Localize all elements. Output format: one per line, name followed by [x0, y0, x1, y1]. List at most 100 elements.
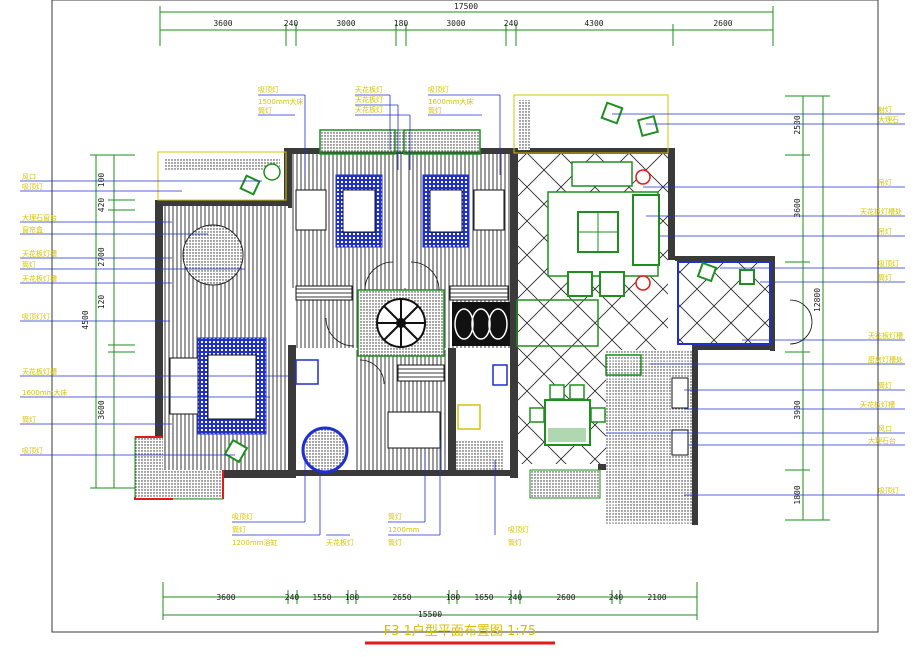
label-left-1: 风口 [22, 173, 36, 181]
right-dim-4: 3900 [793, 400, 802, 419]
bed-master-linen [207, 354, 257, 420]
label-bottom-3: 1200mm浴缸 [232, 538, 277, 547]
label-left-7: 天花板灯槽 [22, 274, 57, 283]
left-dim-2: 420 [97, 198, 106, 213]
label-right-9: 厨房灯槽处 [868, 355, 903, 364]
label-bottom-4: 天花板灯 [326, 538, 354, 547]
top-dim-4: 180 [394, 19, 409, 28]
drawing-frame [51, 0, 879, 633]
planter-top-right [518, 100, 530, 150]
label-bottom-5: 筒灯 [388, 512, 402, 521]
top-dimension-chain [159, 6, 774, 46]
label-right-3: 吊灯 [878, 178, 892, 187]
bottom-dim-1: 3600 [216, 593, 235, 602]
top-dim-7: 4300 [584, 19, 603, 28]
dining-chair-3 [529, 407, 545, 423]
label-left-8: 吸顶灯灯 [22, 312, 50, 321]
dining-runner [548, 428, 586, 442]
bottom-dimension-chain [162, 582, 698, 620]
label-right-1: 射灯 [878, 105, 892, 114]
bottom-dim-8: 240 [508, 593, 523, 602]
label-bottom-6: 1200mm [388, 526, 420, 534]
leader-lines-right [606, 113, 905, 496]
label-left-5: 天花板灯槽 [22, 249, 57, 258]
vanity-1 [295, 359, 319, 385]
plants [223, 101, 755, 464]
label-right-2: 大理石 [878, 115, 899, 124]
dining-chair-2 [569, 384, 585, 400]
round-rug [182, 224, 244, 286]
label-left-4: 窗帘盒 [22, 225, 43, 234]
balcony-bottom-mid [529, 469, 601, 499]
label-right-7: 筒灯 [878, 273, 892, 282]
label-left-11: 筒灯 [22, 415, 36, 424]
top-dim-5: 3000 [446, 19, 465, 28]
bottom-dim-6: 180 [446, 593, 461, 602]
plant-round [263, 163, 281, 181]
kitchen-sink [671, 377, 689, 409]
top-dim-8: 2600 [713, 19, 732, 28]
bed-top-1-pillows [295, 189, 327, 231]
right-dim-2: 3600 [793, 198, 802, 217]
right-dim-1: 2500 [793, 115, 802, 134]
bottom-overall-dimension: 15500 [418, 610, 442, 619]
label-top-2: 1500mm大床 [258, 97, 303, 106]
service-balcony [618, 480, 692, 520]
label-left-6: 筒灯 [22, 260, 36, 269]
lamp-living-2 [635, 275, 651, 291]
label-top-8: 1600mm大床 [428, 97, 473, 106]
door-swings [325, 261, 813, 385]
dining-chair-4 [590, 407, 606, 423]
bottom-dim-7: 1650 [474, 593, 493, 602]
label-bottom-2: 筒灯 [232, 525, 246, 534]
label-top-3: 筒灯 [258, 106, 272, 115]
kitchen-stove [671, 429, 689, 456]
master-bed-pillows [169, 357, 199, 415]
decor-panel-ovals [454, 308, 508, 340]
leader-lines-top [258, 94, 501, 175]
leader-lines-left [20, 180, 290, 456]
label-top-1: 吸顶灯 [258, 85, 279, 94]
interior-trims [319, 129, 642, 376]
right-dimension-chain [785, 95, 830, 521]
left-dim-6: 3600 [97, 400, 106, 419]
labels-left: 风口 吸顶灯 大理石窗台 窗帘盒 天花板灯槽 筒灯 天花板灯槽 吸顶灯灯 天花板… [22, 173, 67, 455]
labels-bottom: 吸顶灯 筒灯 1200mm浴缸 天花板灯 筒灯 1200mm 筒灯 吸顶灯 筒灯 [232, 512, 529, 547]
tv-cabinet [571, 161, 633, 187]
label-right-4: 天花板灯槽处 [860, 207, 902, 216]
round-bathtub [301, 426, 349, 474]
label-top-9: 筒灯 [428, 106, 442, 115]
top-overall-dimension: 17500 [454, 2, 478, 11]
balcony-right-floor [677, 261, 771, 345]
wardrobe-3 [397, 364, 445, 382]
label-right-11: 天花板灯槽 [860, 400, 895, 409]
bottom-dim-10: 240 [609, 593, 624, 602]
bottom-dim-3: 1550 [312, 593, 331, 602]
dining-table [544, 399, 591, 446]
label-top-4: 天花板灯 [355, 85, 383, 94]
bottom-dim-11: 2100 [647, 593, 666, 602]
wardrobe-1 [295, 285, 353, 301]
top-dim-3: 3000 [336, 19, 355, 28]
sofa [632, 194, 660, 266]
bay-window-left [157, 151, 287, 201]
dining-chair-1 [549, 384, 565, 400]
top-dim-1: 3600 [213, 19, 232, 28]
label-bottom-8: 吸顶灯 [508, 525, 529, 534]
label-left-2: 吸顶灯 [22, 182, 43, 191]
left-dim-5: 4500 [81, 310, 90, 329]
wardrobe-2 [449, 285, 509, 301]
bottom-dim-4: 180 [345, 593, 360, 602]
right-dim-3: 12800 [813, 288, 822, 312]
left-dim-1: 100 [97, 173, 106, 188]
label-right-8: 天花板灯槽 [868, 331, 903, 340]
bed-top-2-pillows [473, 189, 505, 231]
label-left-12: 吸顶灯 [22, 446, 43, 455]
toilet [457, 404, 481, 430]
labels-right: 射灯 大理石 吊灯 天花板灯槽处 吊灯 吸顶灯 筒灯 天花板灯槽 厨房灯槽处 筒… [860, 105, 903, 495]
label-right-13: 大理石台 [868, 436, 896, 445]
vanity-2 [492, 364, 508, 386]
rosette-center [396, 318, 406, 328]
